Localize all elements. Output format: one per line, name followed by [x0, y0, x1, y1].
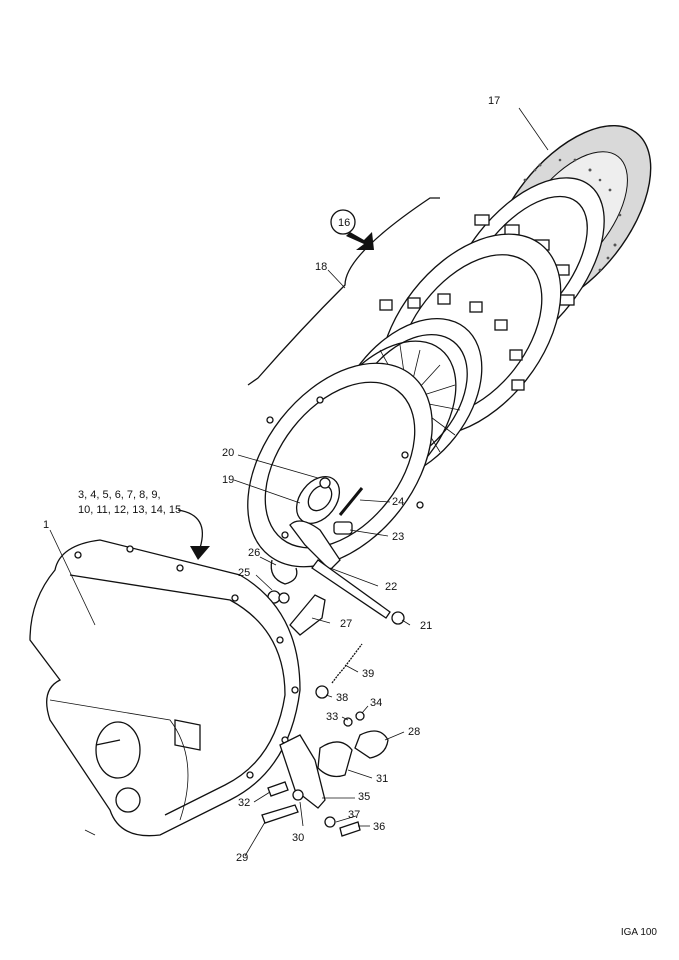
- release-bearing-assembly: [289, 476, 405, 625]
- bellhousing-1: [29, 539, 301, 837]
- label-32: 32: [238, 797, 250, 809]
- pushrod-29: [261, 804, 299, 824]
- label-28: 28: [408, 726, 420, 738]
- label-24: 24: [392, 496, 404, 508]
- label-group-line1: 3, 4, 5, 6, 7, 8, 9,: [78, 489, 161, 501]
- cylinder-31: [317, 741, 353, 778]
- label-39: 39: [362, 668, 374, 680]
- label-38: 38: [336, 692, 348, 704]
- assembly-bracket-18: [247, 197, 440, 386]
- washer-38: [315, 685, 329, 699]
- label-22: 22: [385, 581, 397, 593]
- label-20: 20: [222, 447, 234, 459]
- washer-33: [343, 717, 353, 727]
- spring-39: [331, 643, 363, 684]
- washer-34: [355, 711, 365, 721]
- cap-28: [354, 730, 389, 759]
- nut-30: [292, 789, 304, 801]
- label-30: 30: [292, 832, 304, 844]
- leader-lines: [49, 269, 411, 857]
- label-18: 18: [315, 261, 327, 273]
- label-35: 35: [358, 791, 370, 803]
- bolt-32: [267, 781, 289, 797]
- bracket-35: [279, 734, 326, 809]
- label-37: 37: [348, 809, 360, 821]
- label-36: 36: [373, 821, 385, 833]
- direction-arrow-icon: [346, 232, 374, 250]
- label-29: 29: [236, 852, 248, 864]
- label-23: 23: [392, 531, 404, 543]
- label-27: 27: [340, 618, 352, 630]
- callout-circle-16: [330, 209, 356, 235]
- label-16: 16: [338, 217, 350, 229]
- label-26: 26: [248, 547, 260, 559]
- curved-arrow-icon: [177, 509, 204, 549]
- bolt-36: [339, 821, 361, 837]
- label-group-line2: 10, 11, 12, 13, 14, 15: [78, 504, 181, 516]
- label-19: 19: [222, 474, 234, 486]
- label-33: 33: [326, 711, 338, 723]
- label-31: 31: [376, 773, 388, 785]
- label-17: 17: [488, 95, 500, 107]
- fork-lever-27: [289, 594, 326, 636]
- label-1: 1: [43, 519, 49, 531]
- spring-clip-26: [270, 559, 298, 585]
- label-34: 34: [370, 697, 382, 709]
- label-25: 25: [238, 567, 250, 579]
- label-21: 21: [420, 620, 432, 632]
- arrow-head-icon: [190, 546, 210, 560]
- washer-37: [324, 816, 336, 828]
- figure-reference: IGA 100: [620, 927, 657, 938]
